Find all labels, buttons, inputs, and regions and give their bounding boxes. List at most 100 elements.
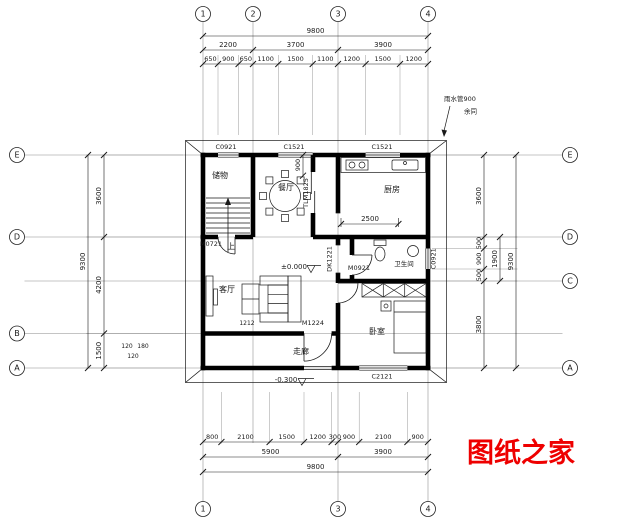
bed [393,300,427,354]
toilet-bowl [374,246,386,262]
axis-label-top-1: 1 [200,10,205,19]
room-label-storage: 储物 [212,170,228,180]
kitchen-stove [345,159,369,171]
axis-label-left-A: A [14,364,20,373]
dim-bottom-span: 5900 [262,448,280,456]
dim-dining-door: 900 [294,159,302,171]
label-pass-opening: DK1221 [326,246,334,272]
level-floor: ±0.000 [281,263,307,271]
entrance-threshold [304,366,332,370]
label-window-bath: C0921 [430,248,438,269]
dim-bottom-total: 9800 [307,463,325,471]
axis-label-bottom-4: 4 [425,505,430,514]
dining-chair [296,207,305,216]
dim-kitchen-width: 2500 [361,215,379,223]
tv-console [205,275,214,317]
dim-left-small: 120 [127,353,139,360]
level-markers: ±0.000 -0.300 [275,263,321,387]
dim-top-detail: 1100 [257,55,274,63]
level-entry: -0.300 [275,376,298,384]
label-door-living: M1224 [302,319,324,327]
dim-bottom-detail: 1200 [310,433,327,441]
axis-label-right-A: A [567,364,573,373]
walls [200,152,431,371]
windows [218,152,431,371]
axis-label-bottom-3: 3 [335,505,340,514]
window-kitchen [365,152,400,158]
label-window-storage: C0921 [215,143,236,151]
kitchen-sink [391,159,419,171]
sofa-arm [259,275,289,286]
doors [217,172,373,370]
furniture-kitchen [340,157,426,173]
axis-label-top-3: 3 [335,10,340,19]
room-label-living: 客厅 [219,284,235,294]
axis-label-left-B: B [14,329,20,338]
notes: 雨水管900 余同 [441,94,477,137]
sofa-seat [267,284,289,314]
stairs [206,197,250,252]
dim-bottom-detail: 800 [206,433,218,441]
dim-left-chain: 1500 [95,342,103,360]
dim-top-detail: 650 [240,55,252,63]
dimensions-bottom: 800 2100 1500 1200 300 900 2100 900 5900… [206,433,424,471]
furniture-bedroom [361,283,427,354]
kitchen-counter [340,157,426,173]
note-leader-line [443,105,451,132]
dim-right-mid: 1900 [491,250,499,268]
label-window-dining: C1521 [283,143,304,151]
dim-top-detail: 650 [204,55,216,63]
dimension-ticks [84,32,520,476]
furniture-dining [259,170,311,222]
dim-left-small: 180 [137,343,149,350]
dining-table [269,180,301,212]
dim-right-chain: 500 [475,269,483,281]
label-door-bath: M0921 [348,264,370,272]
dining-chair [265,207,274,216]
stairs-arrowhead [225,197,231,205]
door-bedroom-swing [337,282,359,304]
dim-right-chain: 500 [475,237,483,249]
dining-chair [296,176,305,185]
axis-label-top-2: 2 [250,10,255,19]
dim-left-chain: 4200 [95,276,103,294]
roof-outline [185,140,447,383]
axis-label-right-D: D [567,233,573,242]
dim-top-span: 2200 [219,41,237,49]
label-sliding-door: TLM1825 [302,178,310,209]
note-leader-arrowhead [441,129,447,137]
dim-right-total: 9300 [507,253,515,271]
opening-labels: C0921 C1521 C1521 M0721 TLM1825 DK1221 M… [200,143,438,381]
door-storage-swing [217,236,236,255]
pass-opening-jambs [335,212,341,274]
dim-right-chain: 900 [475,253,483,265]
window-bedroom [359,365,408,371]
room-labels: 储物 餐厅 厨房 客厅 卫生间 卧室 走廊 [212,170,414,356]
dim-left-small: 120 [121,343,133,350]
axis-label-top-4: 4 [425,10,430,19]
dining-chair [265,176,274,185]
door-bath-swing [351,254,373,276]
dining-chair [303,192,311,200]
note-rain-pipe: 雨水管900 [444,94,476,103]
dim-bottom-detail: 900 [411,433,423,441]
stairs-up-label: 上 [227,242,235,251]
dim-bottom-detail: 900 [343,433,355,441]
bath-basin [407,245,419,257]
axis-label-bottom-1: 1 [200,505,205,514]
dim-bottom-detail: 2100 [375,433,392,441]
door-living-swing [303,333,332,362]
room-label-bath: 卫生间 [394,259,414,268]
watermark-text: 图纸之家 [467,437,575,469]
dim-top-detail: 1100 [317,55,334,63]
dim-right-chain: 3600 [475,187,483,205]
label-window-bedroom: C2121 [371,373,392,381]
label-tag-sofa: 1212 [239,320,254,327]
dim-top-total: 9800 [307,27,325,35]
dim-left-chain: 3600 [95,187,103,205]
dim-top-detail: 1200 [344,55,361,63]
note-same: 余同 [464,107,477,116]
dimension-lines [87,35,517,473]
